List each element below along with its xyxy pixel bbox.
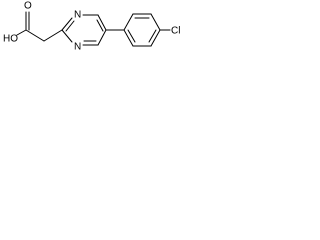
bond-carboxyl-methylene [25,29,45,42]
acetic-acid-group [16,11,63,42]
bond-c2-n1 [61,17,73,31]
pyrimidine-nitrogen-upper-label: N [74,10,81,21]
chemical-structure-diagram: HO O N N Cl [3,1,180,53]
bond-n3-c2 [61,29,73,43]
bond-c6-c5-double [96,19,104,32]
bond-phenyl-top-para [150,13,161,31]
chlorine-label: Cl [171,26,180,37]
bond-phenyl-ipso-upper [123,13,134,31]
bond-c6-c5 [97,14,107,31]
carbonyl-oxygen-label: O [24,1,32,12]
phenyl-ring [123,13,161,47]
bond-phenyl-para-lower-double [148,29,157,43]
pyrimidine-ring [61,14,107,46]
bond-phenyl-para-lower [150,29,161,47]
bond-c5-c4 [97,29,107,46]
pyrimidine-nitrogen-lower-label: N [74,42,81,53]
bond-hydroxyl-carbon [16,29,27,36]
bond-c2-n1-double [65,20,75,32]
hydroxyl-label: HO [3,34,18,45]
bond-phenyl-lower-ipso-double [127,29,136,43]
bond-phenyl-lower-ipso [123,29,134,47]
bond-methylene-pyrimidine [43,29,63,42]
